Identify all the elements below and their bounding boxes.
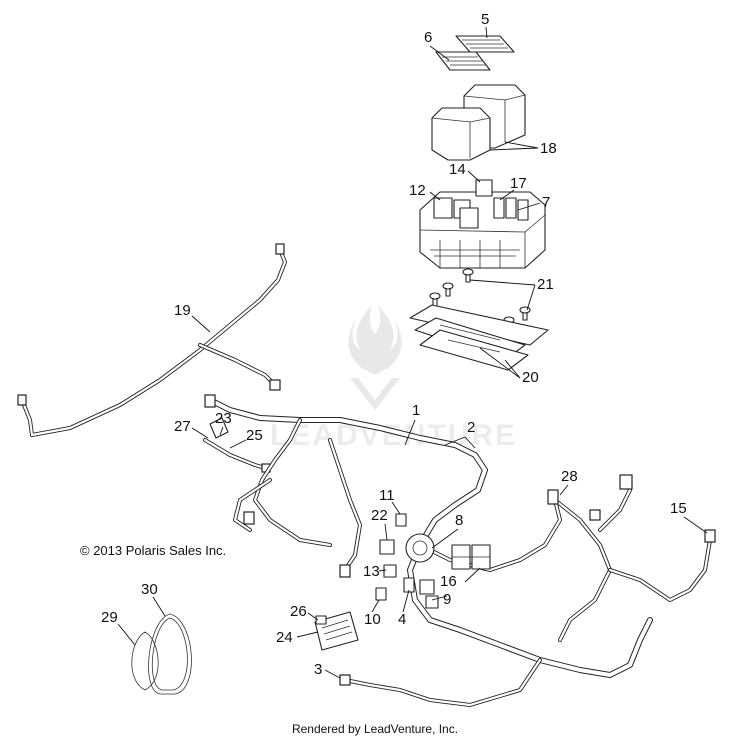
callout-12: 12 [409,182,426,199]
callout-labels: 1 2 3 4 5 6 7 8 9 10 11 12 13 14 15 16 1… [101,11,687,678]
callout-20: 20 [522,369,539,386]
callout-6: 6 [424,29,432,46]
callout-13: 13 [363,563,380,580]
main-harness-1 [204,394,653,707]
callout-10: 10 [364,611,381,628]
callout-28: 28 [561,468,578,485]
callout-25: 25 [246,427,263,444]
callout-16: 16 [440,573,457,590]
callout-22: 22 [371,507,388,524]
label-plate-6 [435,51,491,71]
ecu-module-24-26 [314,611,359,651]
mounting-plates-20 [409,304,549,371]
callout-5: 5 [481,11,489,28]
fuse-relay-block [419,179,546,269]
copyright-notice: © 2013 Polaris Sales Inc. [80,543,227,558]
callout-9: 9 [443,591,451,608]
callout-11: 11 [379,487,395,504]
callout-15: 15 [670,500,687,517]
callout-4: 4 [398,611,406,628]
callout-26: 26 [290,603,307,620]
callout-19: 19 [174,302,191,319]
callout-29: 29 [101,609,118,626]
component-8-16 [405,533,491,595]
fuse-box-cover-18 [431,84,526,161]
callout-14: 14 [449,161,466,178]
callout-24: 24 [276,629,293,646]
callout-1: 1 [412,402,420,419]
watermark-text: LEADVENTURE [270,419,517,452]
footer-credit: Rendered by LeadVenture, Inc. [291,722,459,736]
callout-3: 3 [314,661,322,678]
callout-17: 17 [510,175,527,192]
callout-7: 7 [542,194,550,211]
callout-21: 21 [537,276,554,293]
right-harness-28-15 [547,474,716,642]
callout-18: 18 [540,140,557,157]
sub-harness-23-25-27 [203,417,271,473]
callout-2: 2 [467,419,475,436]
cable-ties-29-30 [131,613,192,695]
callout-27: 27 [174,418,191,435]
callout-30: 30 [141,581,158,598]
label-plate-5 [455,35,515,53]
callout-8: 8 [455,512,463,529]
callout-23: 23 [215,410,232,427]
leader-lines [117,26,708,679]
rear-harness-19 [17,243,287,437]
